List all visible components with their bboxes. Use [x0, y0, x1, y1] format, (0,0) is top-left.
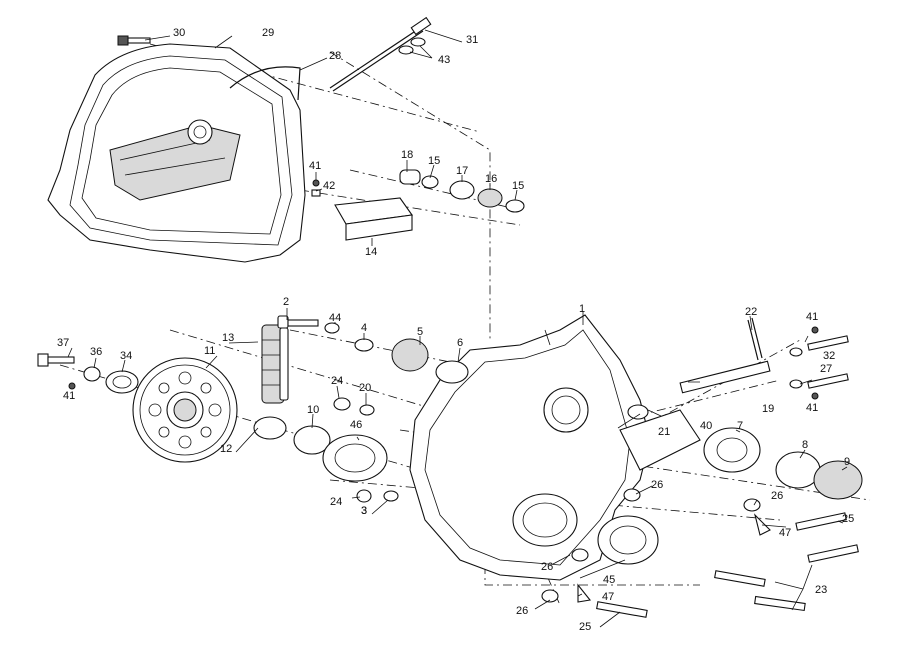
sprocket-11 [132, 357, 238, 463]
callout-41: 41 [309, 160, 321, 172]
callout-37: 37 [57, 337, 69, 349]
leader-lines [67, 29, 848, 628]
callout-41: 41 [63, 390, 75, 402]
chaincase-housing [409, 314, 701, 581]
callout-16: 16 [485, 173, 497, 185]
callout-8: 8 [802, 439, 808, 451]
callout-26: 26 [541, 561, 553, 573]
callout-28: 28 [329, 50, 341, 62]
callout-14: 14 [365, 246, 377, 258]
callout-45: 45 [603, 574, 615, 586]
callout-labels: 1 2 3 4 5 6 7 8 9 10 11 12 13 14 15 15 1… [57, 27, 854, 633]
callout-21: 21 [658, 426, 670, 438]
callout-19: 19 [762, 403, 774, 415]
callout-11: 11 [204, 345, 215, 357]
callout-42: 42 [323, 180, 335, 192]
chaincase-cover [47, 43, 306, 263]
callout-24: 24 [330, 496, 342, 508]
callout-20: 20 [359, 382, 371, 394]
callout-32: 32 [823, 350, 835, 362]
callout-41: 41 [806, 311, 818, 323]
callout-41: 41 [806, 402, 818, 414]
adjuster-rod [329, 16, 432, 92]
right-side-parts [541, 317, 863, 618]
callout-15: 15 [512, 180, 524, 192]
callout-1: 1 [579, 303, 585, 315]
callout-15: 15 [428, 155, 440, 167]
callout-18: 18 [401, 149, 413, 161]
callout-26: 26 [771, 490, 783, 502]
callout-36: 36 [90, 346, 102, 358]
callout-40: 40 [700, 420, 712, 432]
callout-9: 9 [844, 456, 850, 468]
bolt-30 [117, 35, 151, 46]
callout-47: 47 [602, 591, 614, 603]
callout-17: 17 [456, 165, 468, 177]
callout-22: 22 [745, 306, 757, 318]
tensioner-assembly [311, 169, 525, 241]
callout-31: 31 [466, 34, 478, 46]
callout-24: 24 [331, 375, 343, 387]
callout-2: 2 [283, 296, 289, 308]
callout-3: 3 [361, 505, 367, 517]
callout-25: 25 [842, 513, 854, 525]
callout-4: 4 [361, 322, 367, 334]
callout-29: 29 [262, 27, 274, 39]
left-small-parts [37, 315, 469, 503]
callout-23: 23 [815, 584, 827, 596]
callout-12: 12 [220, 443, 232, 455]
callout-10: 10 [307, 404, 319, 416]
callout-3: 3 [361, 505, 367, 517]
callout-26: 26 [516, 605, 528, 617]
callout-27: 27 [820, 363, 832, 375]
callout-44: 44 [329, 312, 341, 324]
callout-30: 30 [173, 27, 185, 39]
callout-34: 34 [120, 350, 132, 362]
callout-7: 7 [737, 420, 743, 432]
callout-13: 13 [222, 332, 234, 344]
chain-13 [261, 324, 289, 404]
callout-47: 47 [779, 527, 791, 539]
callout-5: 5 [417, 326, 423, 338]
callout-26: 26 [651, 479, 663, 491]
callout-43: 43 [438, 54, 450, 66]
callout-6: 6 [457, 337, 463, 349]
callout-46: 46 [350, 419, 362, 431]
callout-25: 25 [579, 621, 591, 633]
